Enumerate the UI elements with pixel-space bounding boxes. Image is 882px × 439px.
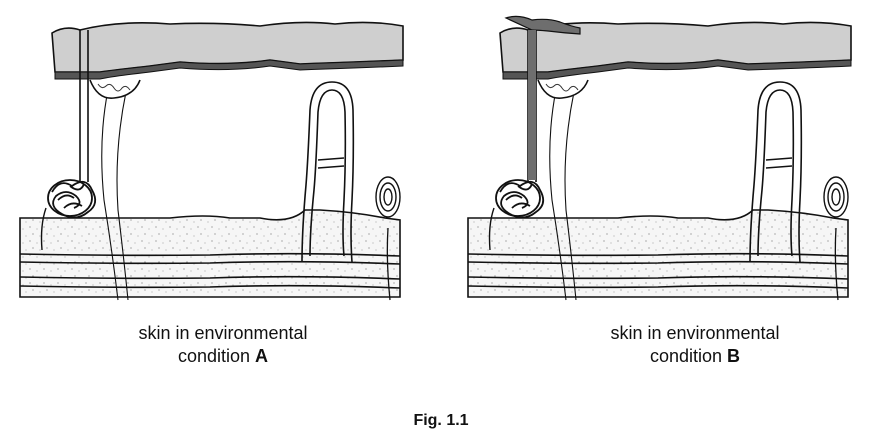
figure-label: Fig. 1.1 <box>413 412 469 429</box>
caption-line1: skin in environmental <box>138 323 308 343</box>
caption-prefix: condition <box>649 346 728 366</box>
panel-b-diagram <box>467 15 852 301</box>
caption-condition-b: skin in environmental condition B <box>545 322 845 368</box>
panel-a-diagram <box>19 21 404 301</box>
condition-letter: B <box>727 346 741 366</box>
condition-letter: A <box>255 346 269 366</box>
sweat-film <box>504 15 581 35</box>
caption-line1: skin in environmental <box>610 323 780 343</box>
caption-prefix: condition <box>177 346 256 366</box>
caption-condition-a: skin in environmental condition A <box>73 322 373 368</box>
caption-line2: condition A <box>73 345 373 368</box>
sweat-duct-filled <box>528 30 536 180</box>
caption-line2: condition B <box>545 345 845 368</box>
